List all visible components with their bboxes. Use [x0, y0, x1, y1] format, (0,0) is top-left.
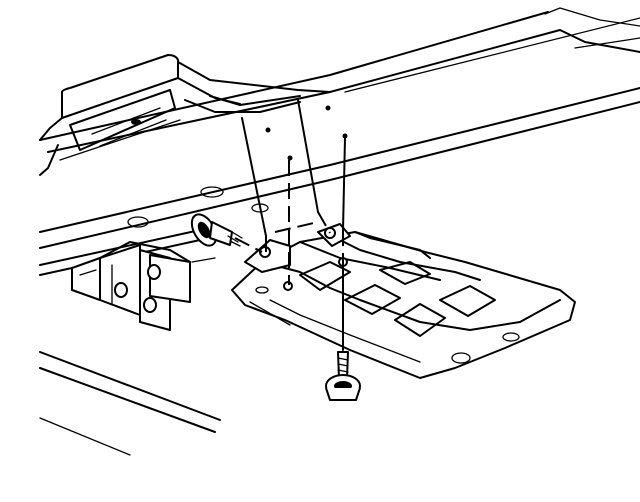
frame-bracket: [71, 241, 216, 331]
skid-plate: [231, 223, 576, 379]
side-bolt: [190, 213, 243, 247]
bottom-bolt: [325, 351, 361, 401]
crossmember: [39, 54, 331, 176]
lower-frame-lines: [39, 351, 221, 456]
alignment-lines: [234, 99, 348, 351]
